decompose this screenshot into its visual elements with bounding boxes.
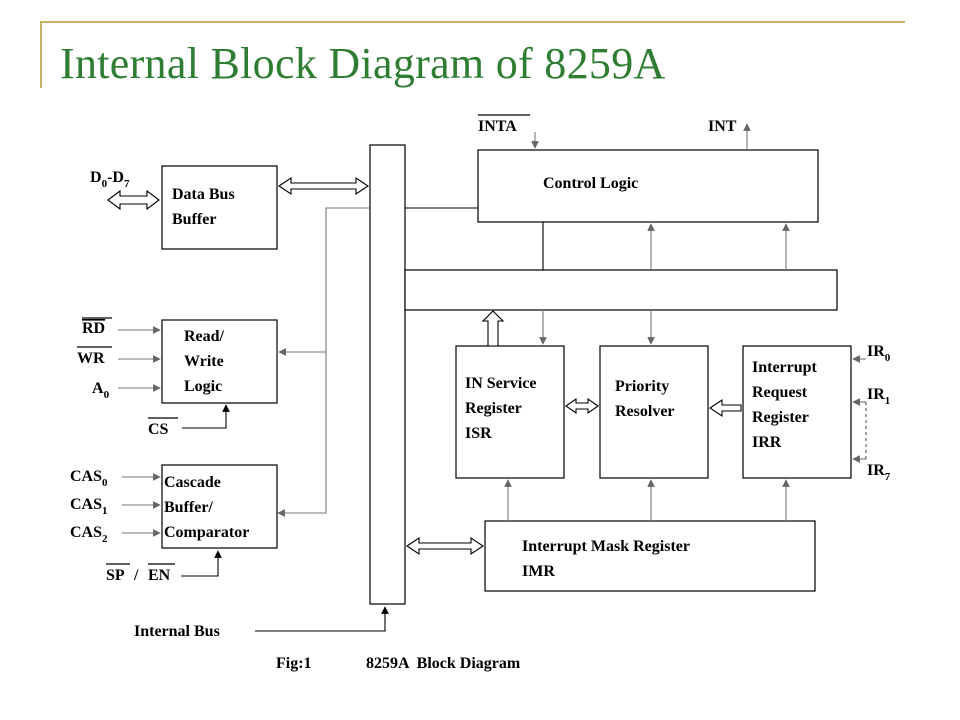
read-write-logic-block: [161, 319, 278, 404]
pin-cas2: CAS2: [70, 524, 108, 545]
data-bus-buffer-label-2: Buffer: [172, 211, 216, 228]
imr-label-1: Interrupt Mask Register: [522, 538, 690, 555]
double-arrow-isr-priority: [565, 397, 599, 415]
irr-label-2: Request: [752, 384, 808, 401]
priority-label-1: Priority: [615, 378, 669, 395]
pin-inta: INTA: [478, 118, 517, 135]
bus-to-cascade-line: [277, 207, 370, 517]
pin-a0: A0: [92, 380, 110, 401]
double-arrow-data-bus: [278, 176, 369, 196]
data-bus-buffer-label-1: Data Bus: [172, 186, 235, 203]
irr-label-1: Interrupt: [752, 359, 818, 376]
irr-label-3: Register: [752, 409, 809, 426]
read-write-label-3: Logic: [184, 378, 222, 395]
data-bus-buffer-block: [161, 165, 278, 250]
irr-label-4: IRR: [752, 434, 782, 451]
pin-cs: CS: [148, 421, 169, 438]
double-arrow-bus-imr: [406, 536, 484, 556]
figure-caption: 8259A Block Diagram: [366, 655, 521, 672]
pin-cas1: CAS1: [70, 496, 108, 517]
cascade-label-2: Buffer/: [164, 499, 213, 516]
cascade-label-3: Comparator: [164, 524, 249, 541]
pin-en: EN: [148, 567, 171, 584]
control-logic-block: [477, 149, 819, 223]
read-write-label-1: Read/: [184, 328, 225, 345]
isr-label-2: Register: [465, 400, 522, 417]
pin-rd: RD: [82, 320, 105, 337]
internal-bus-horizontal: [404, 269, 838, 311]
cascade-buffer-block: [161, 464, 278, 549]
pin-cas0: CAS0: [70, 468, 108, 489]
pin-sp: SP: [106, 567, 125, 584]
pin-d0-d7: D0-D7: [90, 169, 130, 190]
figure-number: Fig:1: [276, 655, 312, 672]
pin-ir7: IR7: [867, 462, 891, 483]
read-write-label-2: Write: [184, 353, 224, 370]
pin-wr: WR: [77, 350, 105, 367]
isr-label-3: ISR: [465, 425, 492, 442]
hollow-arrow-isr-up: [481, 310, 505, 347]
pin-slash: /: [133, 567, 139, 584]
internal-bus-label: Internal Bus: [134, 623, 220, 640]
pin-ir0: IR0: [867, 343, 891, 364]
cs-line: [182, 404, 230, 429]
irr-block: [742, 345, 852, 479]
internal-bus-pointer: [255, 606, 389, 632]
isr-block: [455, 345, 565, 479]
cascade-label-1: Cascade: [164, 474, 221, 491]
sp-en-line: [181, 550, 222, 577]
slide-title: Internal Block Diagram of 8259A: [60, 39, 666, 88]
pin-ir1: IR1: [867, 386, 890, 407]
internal-bus-bar: [369, 144, 406, 605]
double-arrow-d0-d7: [107, 189, 160, 211]
isr-label-1: IN Service: [465, 375, 537, 392]
priority-resolver-block: [599, 345, 709, 479]
pin-int: INT: [708, 118, 737, 135]
imr-label-2: IMR: [522, 563, 555, 580]
title-decoration: [40, 21, 905, 88]
priority-label-2: Resolver: [615, 403, 675, 420]
imr-block: [484, 520, 816, 592]
control-logic-label: Control Logic: [543, 175, 638, 192]
arrow-irr-to-priority: [709, 398, 742, 418]
